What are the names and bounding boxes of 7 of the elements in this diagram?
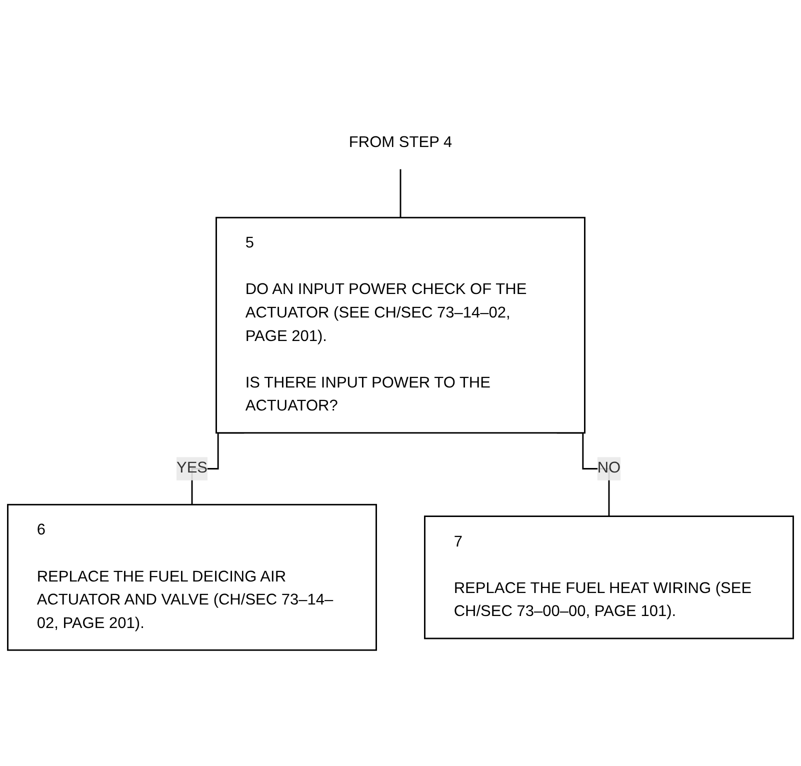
node-box: 7 REPLACE THE FUEL HEAT WIRING (SEE CH/SEC 73–00–00, PAGE 101).: [424, 515, 794, 639]
node-text: FROM STEP 4: [348, 134, 452, 150]
node-box: 5 DO AN INPUT POWER CHECK OF THE ACTUATOR (SEE CH/SEC 73–14–02, PAGE 201). IS THERE INPUT POWER TO THE ACTUATOR?: [216, 216, 586, 434]
edge-label: YES: [176, 460, 208, 476]
node-box: 6 REPLACE THE FUEL DEICING AIR ACTUATOR AND VALVE (CH/SEC 73–14–02, PAGE 201).: [7, 503, 377, 650]
connector: [400, 168, 402, 218]
edge-label: NO: [597, 460, 621, 476]
